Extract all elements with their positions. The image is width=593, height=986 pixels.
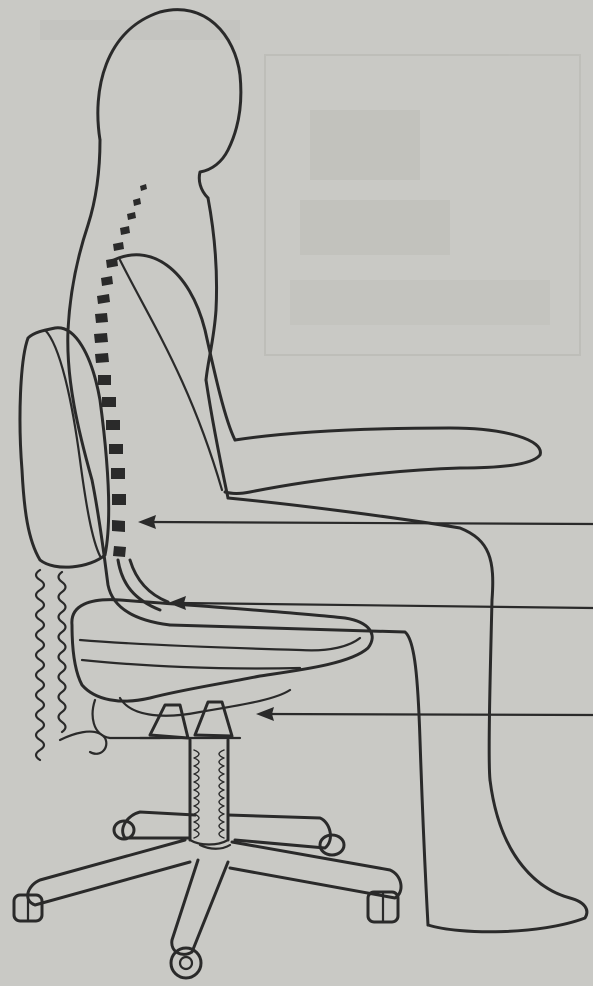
- vertebra: [120, 226, 130, 235]
- vertebra: [94, 333, 108, 343]
- vertebra: [95, 313, 108, 323]
- vertebra: [111, 468, 125, 479]
- vertebra: [95, 353, 109, 363]
- chair-gas-lift-column: [190, 740, 228, 845]
- lumbar-support-arrow: [138, 515, 593, 529]
- tilt-mechanism-arrow: [256, 707, 593, 721]
- vertebra: [140, 184, 147, 191]
- vertebra: [112, 494, 126, 505]
- chair-seat: [72, 600, 372, 716]
- vertebra: [127, 212, 136, 220]
- vertebra: [109, 444, 123, 454]
- vertebra: [106, 420, 120, 430]
- caster-rear-right: [320, 835, 344, 855]
- bleed-through-print: [40, 20, 580, 355]
- chair-tilt-mechanism: [93, 700, 240, 738]
- caster-front: [171, 948, 201, 978]
- chair-five-star-base: [28, 812, 401, 954]
- backrest-bellows-spring: [36, 570, 106, 760]
- vertebra: [112, 520, 125, 532]
- vertebra: [106, 258, 118, 268]
- vertebra: [98, 375, 111, 385]
- caster-left: [14, 895, 42, 921]
- chair-backrest: [20, 328, 109, 567]
- vertebra: [113, 546, 126, 557]
- vertebra: [97, 294, 110, 304]
- vertebra: [113, 242, 124, 251]
- vertebra: [101, 276, 113, 286]
- vertebra: [133, 198, 141, 206]
- vertebra: [102, 397, 116, 407]
